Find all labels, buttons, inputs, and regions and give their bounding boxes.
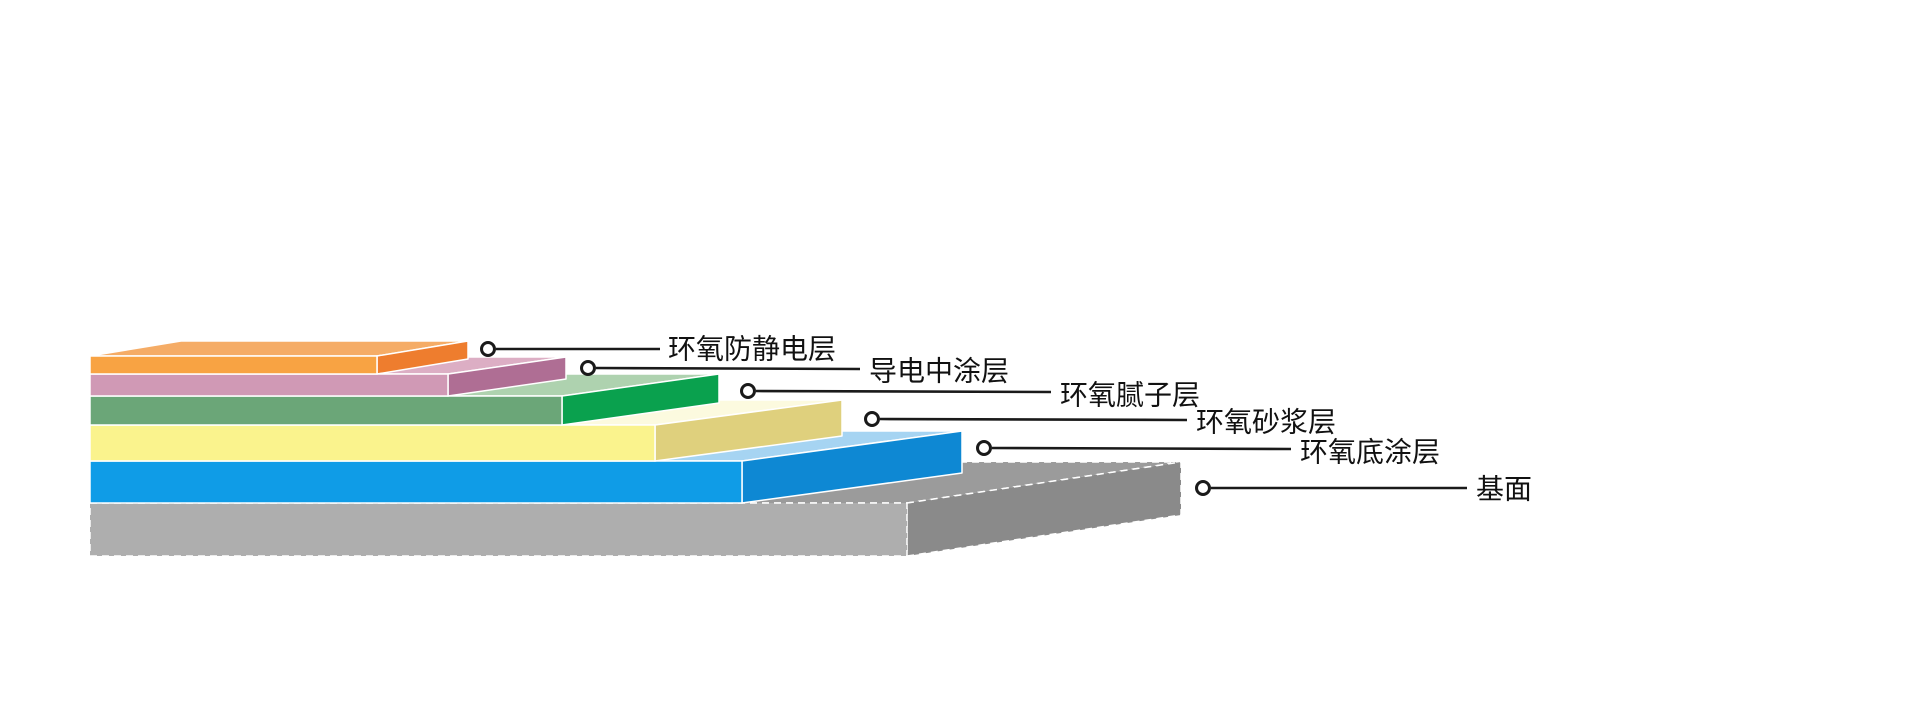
callout-primer: 环氧底涂层 [976,437,1440,468]
callout-mortar: 环氧砂浆层 [864,407,1336,438]
callout-dot-base [1195,480,1211,496]
callout-line-conductive-midcoat [595,366,861,371]
callout-dot-conductive-midcoat [580,360,596,376]
callout-antistatic: 环氧防静电层 [480,334,836,365]
callout-conductive-midcoat: 导电中涂层 [580,356,1009,387]
callout-dot-putty [740,383,756,399]
callout-dot-primer [976,440,992,456]
layer-label-conductive-midcoat: 导电中涂层 [869,356,1009,387]
layer-primer-front-face [89,460,743,504]
callouts: 环氧防静电层 导电中涂层 环氧腻子层 环氧砂浆层 环氧底涂层 基面 [480,334,1532,505]
layer-mortar-front-face [89,424,656,462]
callout-line-putty [755,389,1052,394]
callout-base: 基面 [1195,474,1532,505]
layer-antistatic-front-face [89,355,378,375]
layer-antistatic [89,340,469,375]
layer-label-mortar: 环氧砂浆层 [1196,407,1336,438]
callout-putty: 环氧腻子层 [740,380,1200,411]
layer-base-front-face [89,502,908,557]
callout-line-mortar [879,417,1188,422]
layer-primer [89,430,963,504]
layer-label-putty: 环氧腻子层 [1060,380,1200,411]
layer-label-antistatic: 环氧防静电层 [668,334,836,365]
layer-label-base: 基面 [1476,474,1532,505]
callout-dot-mortar [864,411,880,427]
callout-dot-antistatic [480,341,496,357]
layer-conductive-midcoat-front-face [89,373,449,397]
layer-putty-front-face [89,395,563,426]
callout-line-primer [991,446,1292,451]
layer-label-primer: 环氧底涂层 [1300,437,1440,468]
